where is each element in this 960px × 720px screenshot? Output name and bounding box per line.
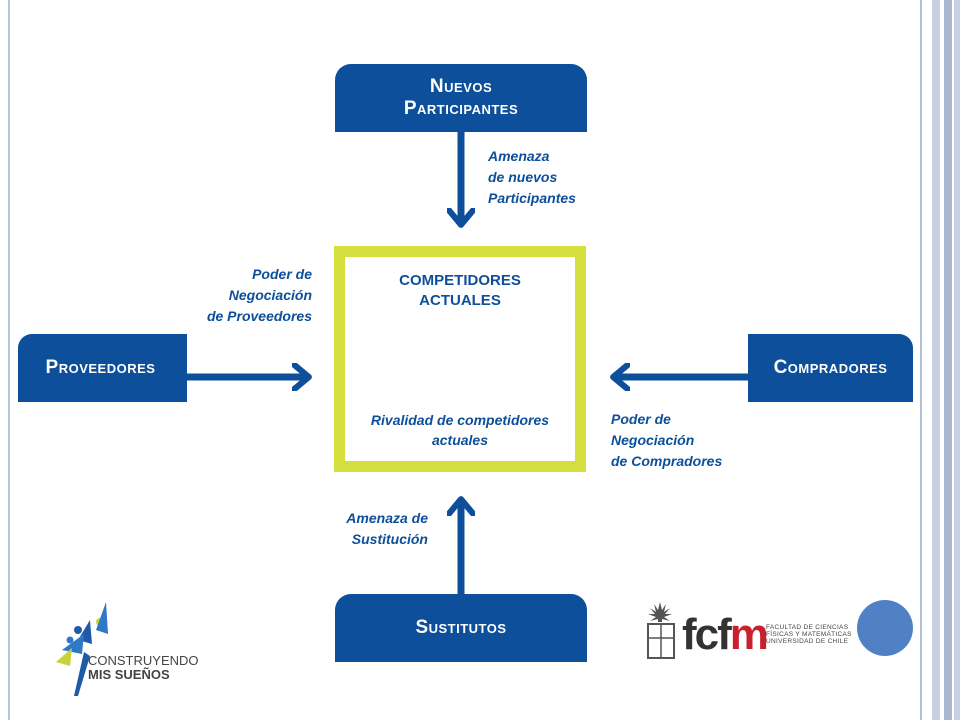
box-compradores: Compradores [748,334,913,402]
slide-frame-left [8,0,10,720]
center-subtitle: Rivalidad de competidores actuales [370,412,550,448]
logo-left-line2: MIS SUEÑOS [88,667,170,682]
logo-figures-icon [56,602,108,696]
box-compradores-label: Compradores [773,357,888,378]
logo-fcfm-word-b: m [729,610,769,659]
logo-fcfm-word-a: fcf [682,610,732,659]
logo-fcfm-word: fcfm [682,610,769,660]
label-amenaza-nuevos: Amenaza de nuevos Participantes [488,148,576,206]
box-nuevos-participantes: Nuevos Participantes [335,64,587,132]
logo-fcfm: fcfm FACULTAD DE CIENCIAS FÍSICAS Y MATE… [644,600,856,672]
decorative-circle [857,600,913,656]
box-nuevos-label: Nuevos Participantes [403,76,519,119]
logo-left-line1: CONSTRUYENDO [88,653,199,668]
logo-left-text: CONSTRUYENDO MIS SUEÑOS [88,654,199,682]
label-amenaza-sustitucion: Amenaza de Sustitución [346,510,428,547]
logo-construyendo-mis-suenos: CONSTRUYENDO MIS SUEÑOS [48,600,199,700]
box-proveedores-label: Proveedores [45,357,156,378]
box-proveedores: Proveedores [18,334,187,402]
box-sustitutos: Sustitutos [335,594,587,662]
slide-frame-right [918,0,960,720]
box-sustitutos-label: Sustitutos [415,617,507,638]
label-poder-proveedores: Poder de Negociación de Proveedores [206,266,312,324]
logo-fcfm-caption: FACULTAD DE CIENCIAS FÍSICAS Y MATEMÁTIC… [766,624,852,645]
university-seal-icon [647,602,675,659]
label-poder-compradores: Poder de Negociación de Compradores [611,411,723,469]
center-title: COMPETIDORES ACTUALES [399,272,521,309]
box-competidores-actuales: COMPETIDORES ACTUALES Rivalidad de compe… [334,246,586,472]
